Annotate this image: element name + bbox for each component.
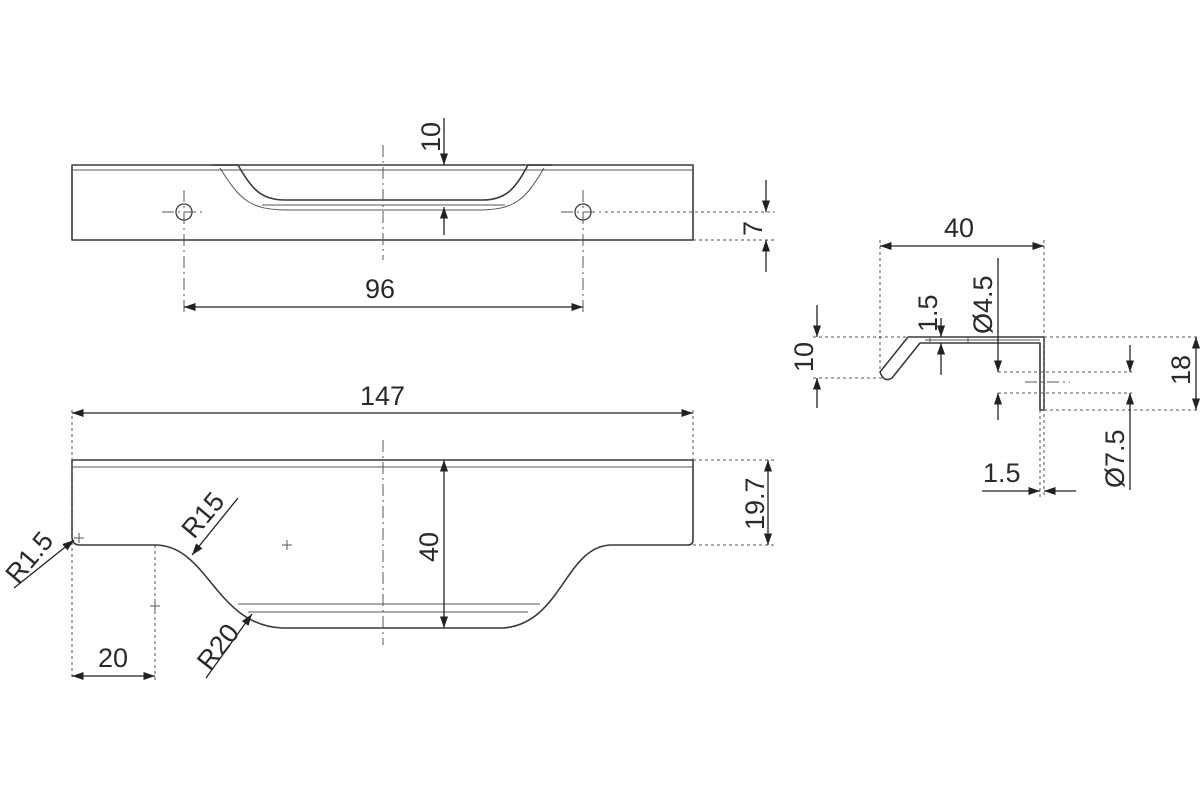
dim-edge-height-text: 19.7 (740, 477, 770, 530)
dim-radius-20-text: R20 (191, 618, 245, 676)
dim-side-lip-text: 10 (789, 342, 819, 372)
dim-radius-15-text: R15 (176, 487, 231, 544)
dim-radius-small-leader (13, 539, 75, 589)
radius-center-mark-2 (282, 540, 292, 550)
dim-top-depth-text: 10 (416, 122, 446, 152)
dim-top-offset-text: 7 (738, 221, 768, 236)
radius-center-mark-1 (74, 533, 84, 543)
front-view: 147 40 19.7 R1.5 R15 R20 20 (0, 381, 775, 681)
top-view-grip-inner (219, 167, 545, 211)
dim-edge-offset-text: 20 (98, 643, 128, 673)
dim-total-length-text: 147 (360, 381, 405, 411)
front-view-outline (71, 459, 694, 629)
dim-side-width-text: 40 (944, 213, 974, 243)
dim-side-wall-text: 1.5 (983, 458, 1021, 488)
side-view: 40 10 1.5 Ø4.5 18 Ø7.5 1.5 (789, 213, 1200, 497)
dim-radius-20-leader (205, 613, 253, 679)
dim-side-height-text: 18 (1166, 355, 1196, 385)
dim-radius-15-leader (191, 497, 239, 556)
dim-hole-spacing-text: 96 (365, 274, 395, 304)
dim-hole-small-text: Ø4.5 (968, 275, 998, 334)
top-view: 10 7 96 (71, 118, 775, 312)
dim-hole-large-text: Ø7.5 (1100, 429, 1130, 488)
side-view-profile (879, 336, 1045, 411)
dim-side-thickness-text: 1.5 (913, 294, 943, 332)
dim-height-text: 40 (414, 532, 444, 562)
dim-radius-small-text: R1.5 (0, 526, 59, 589)
radius-center-mark-3 (150, 601, 160, 611)
